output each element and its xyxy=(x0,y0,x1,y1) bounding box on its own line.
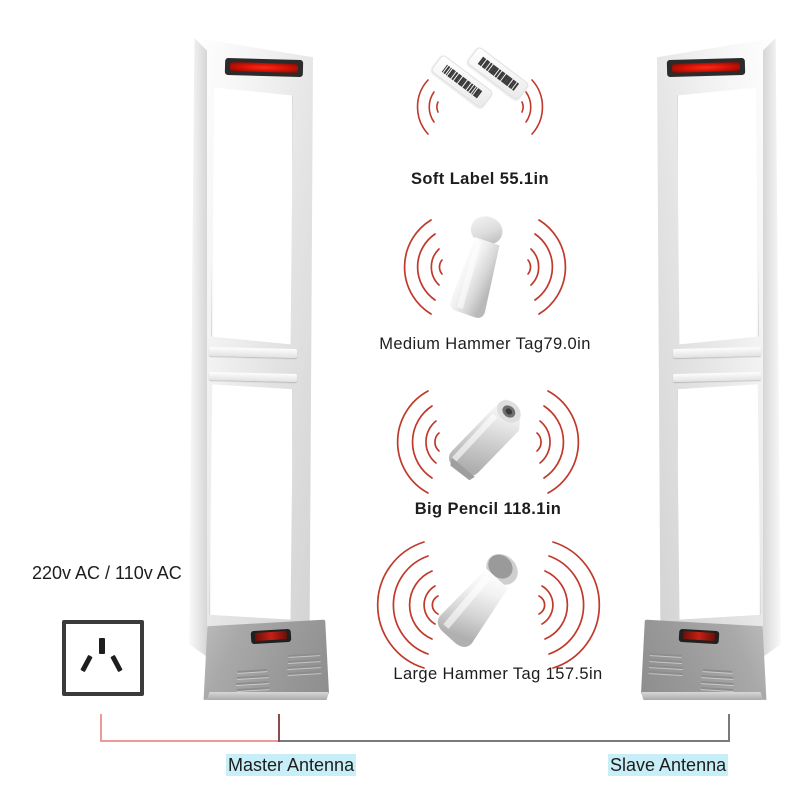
slave-antenna-footer-label: Slave Antenna xyxy=(608,754,729,776)
master-upper-window xyxy=(211,87,293,345)
master-lower-window xyxy=(209,384,293,620)
socket-pin-top xyxy=(99,638,105,654)
power-voltage-label: 220v AC / 110v AC xyxy=(32,563,182,583)
wave-left-large-hammer xyxy=(376,541,439,669)
wave-left-big-pencil xyxy=(396,390,440,494)
master-bracket-base xyxy=(100,740,280,742)
master-antenna-footer-text: Master Antenna xyxy=(226,754,357,776)
wave-left-medium-hammer xyxy=(403,219,443,315)
slave-base-vents-right xyxy=(646,653,683,679)
tag-row-large-hammer: Large Hammer Tag 157.5in xyxy=(338,540,638,690)
soft-label-caption: Soft Label 55.1in xyxy=(411,170,549,188)
master-base-unit[interactable] xyxy=(201,618,329,700)
slave-bracket-base xyxy=(280,740,730,742)
slave-antenna-frame-edge xyxy=(763,38,781,663)
slave-bracket-tick-right xyxy=(728,714,730,742)
master-antenna-frame-edge xyxy=(189,38,207,657)
master-bracket xyxy=(100,712,280,742)
master-led-strip xyxy=(224,57,304,78)
master-base-vents-right xyxy=(286,653,323,679)
master-bracket-tick-right xyxy=(278,714,280,742)
tag-row-big-pencil: Big Pencil 118.1in xyxy=(348,385,628,530)
tag-row-soft-label: Soft Label 55.1in xyxy=(370,45,590,195)
large-hammer-caption: Large Hammer Tag 157.5in xyxy=(393,665,603,683)
slave-lower-window xyxy=(677,382,761,622)
big-pencil-caption: Big Pencil 118.1in xyxy=(414,500,562,518)
slave-antenna-footer-text: Slave Antenna xyxy=(608,754,729,776)
slave-led-glow xyxy=(672,61,740,73)
slave-base-display xyxy=(678,628,720,645)
medium-hammer-caption: Medium Hammer Tag79.0in xyxy=(379,335,591,353)
slave-base-vents-left xyxy=(698,669,735,695)
master-led-glow xyxy=(230,61,298,73)
soft-label-tag-icon xyxy=(428,45,538,150)
socket-pin-left xyxy=(80,654,93,673)
hammer-tag-icon-large xyxy=(430,552,545,662)
wave-left-soft-label xyxy=(416,79,439,135)
slave-antenna[interactable] xyxy=(645,32,785,692)
slave-base-display-glow xyxy=(682,631,716,642)
wave-right-big-pencil xyxy=(536,390,580,494)
master-base-display-glow xyxy=(254,631,288,642)
master-antenna-footer-label: Master Antenna xyxy=(226,754,357,776)
socket-pin-right xyxy=(110,654,123,673)
hammer-tag-icon-medium xyxy=(443,214,527,324)
pencil-tag-icon xyxy=(433,391,543,491)
slave-led-strip xyxy=(666,57,746,78)
master-base-foot xyxy=(207,692,329,700)
wave-right-soft-label xyxy=(521,79,544,135)
power-socket-icon xyxy=(62,620,144,696)
slave-bracket xyxy=(280,712,730,742)
master-antenna[interactable] xyxy=(185,32,329,700)
wave-right-medium-hammer xyxy=(527,219,567,315)
slave-base-foot xyxy=(641,692,763,700)
wave-right-large-hammer xyxy=(538,541,601,669)
tag-row-medium-hammer: Medium Hammer Tag79.0in xyxy=(355,210,615,360)
master-bracket-tick-left xyxy=(100,714,102,742)
master-base-vents-left xyxy=(234,669,271,695)
master-base-display xyxy=(250,628,292,645)
slave-upper-window xyxy=(677,85,759,347)
slave-base-unit[interactable] xyxy=(641,618,769,700)
